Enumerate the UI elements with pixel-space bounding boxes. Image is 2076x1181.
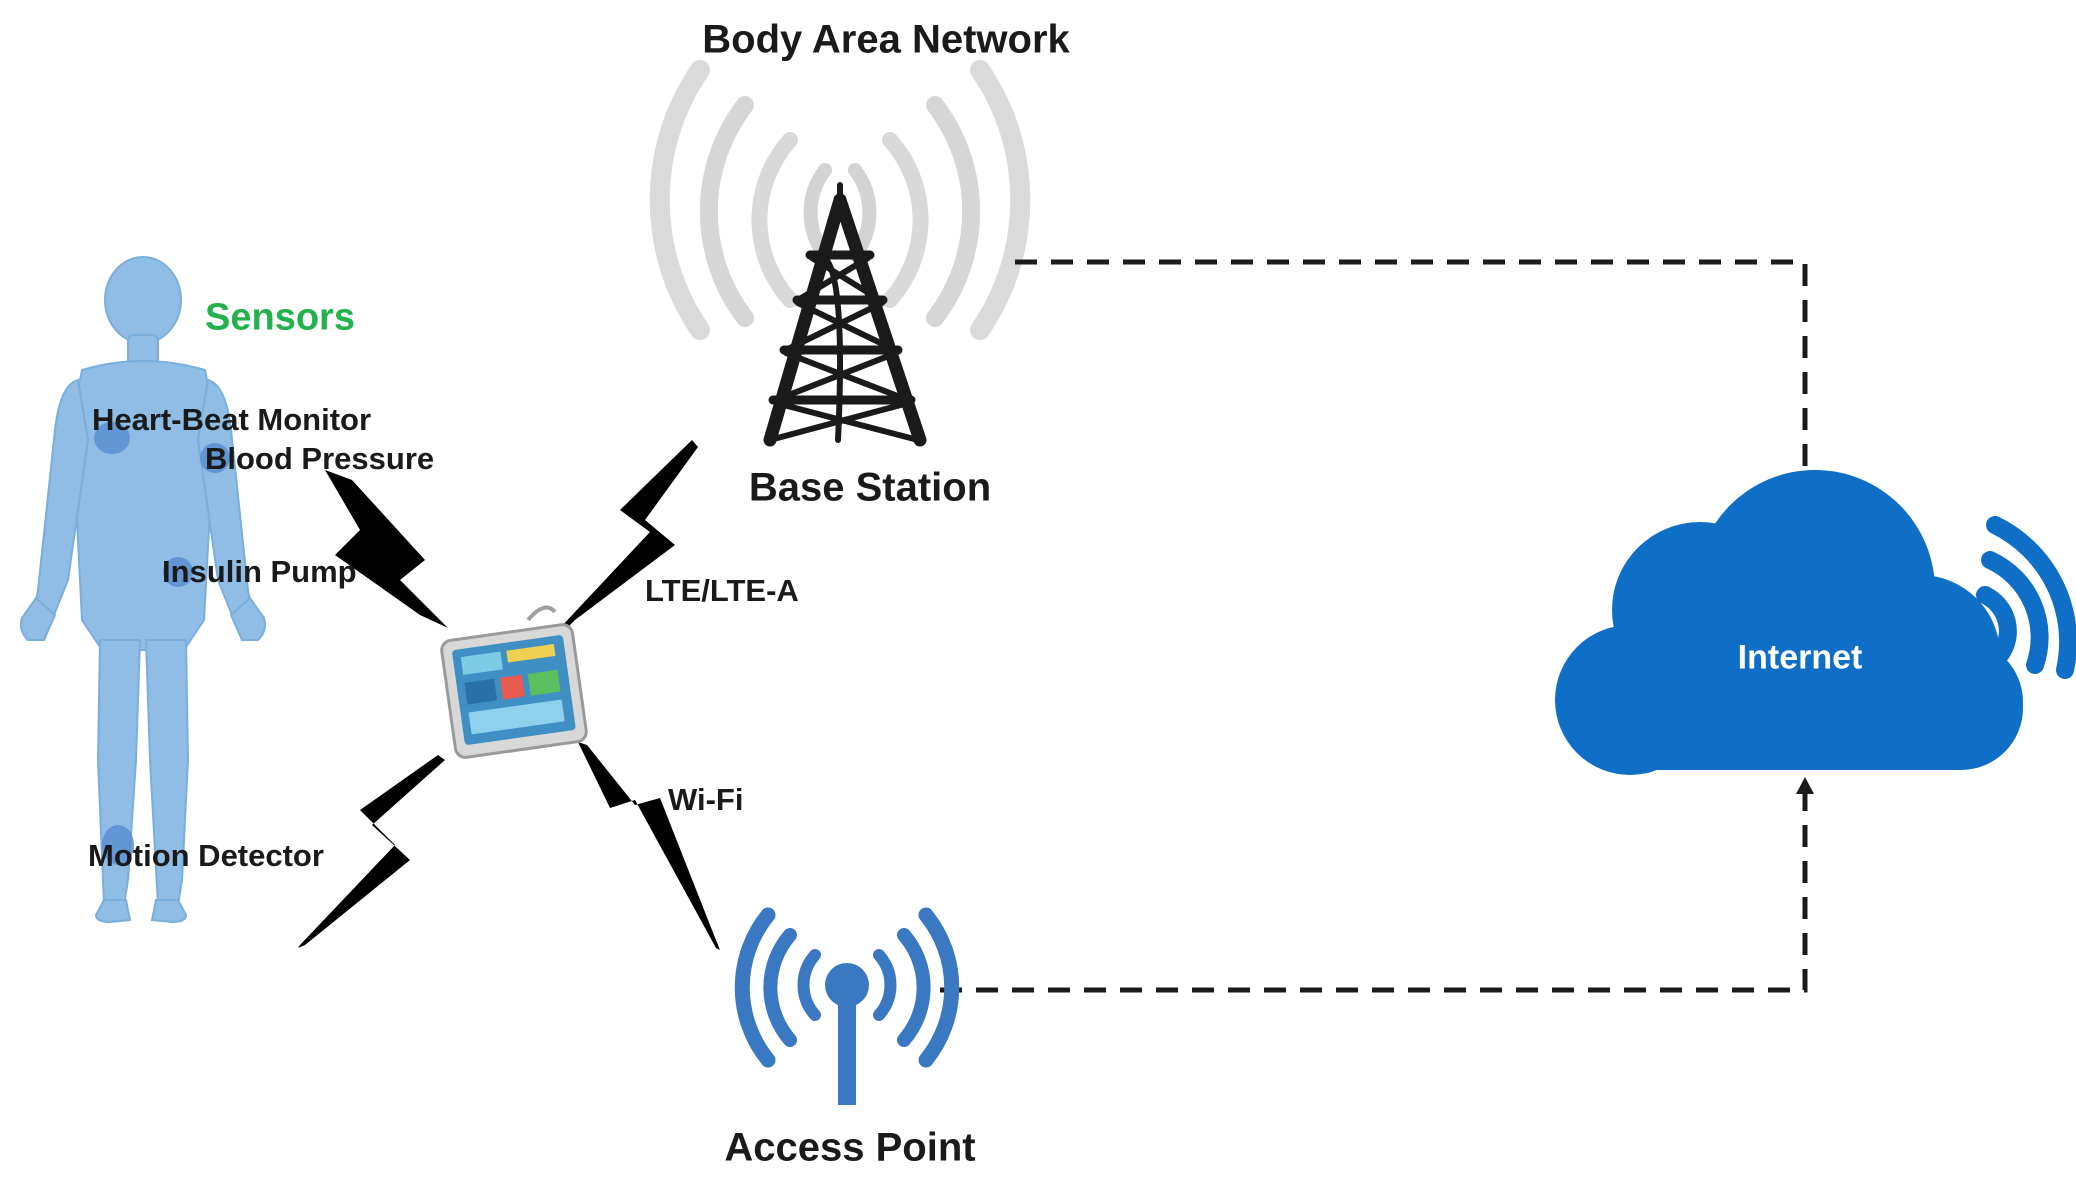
motion-detector-sensor-dot bbox=[102, 825, 134, 865]
sensor-label-insulin-pump: Insulin Pump bbox=[162, 554, 357, 589]
diagram-title: Body Area Network bbox=[702, 17, 1070, 62]
arrow-up-icon bbox=[1796, 777, 1814, 794]
dashed-connections bbox=[940, 259, 1808, 993]
base-station-to-internet-link bbox=[1015, 259, 1808, 490]
cloud-wireless-icon bbox=[1976, 516, 2076, 679]
lightning-bolt-icon bbox=[555, 440, 698, 640]
radio-waves-icon bbox=[649, 60, 1031, 340]
blood-pressure-sensor-dot bbox=[200, 443, 230, 473]
lightning-bolt-icon bbox=[325, 470, 448, 628]
access-point-to-internet-link bbox=[940, 790, 1808, 993]
base-station-label: Base Station bbox=[748, 465, 992, 510]
tablet-device-icon bbox=[440, 605, 588, 759]
access-point-label: Access Point bbox=[724, 1125, 976, 1170]
sensor-dots bbox=[94, 422, 230, 865]
lightning-bolt-icon bbox=[578, 742, 720, 950]
lte-link-label: LTE/LTE-A bbox=[645, 573, 799, 608]
sensor-label-heart-beat-monitor: Heart-Beat Monitor bbox=[92, 402, 372, 437]
sensor-label-motion-detector: Motion Detector bbox=[88, 838, 324, 873]
wireless-links bbox=[298, 440, 720, 950]
internet-label: Internet bbox=[1737, 638, 1863, 677]
sensors-heading: Sensors bbox=[205, 296, 355, 339]
insulin-pump-sensor-dot bbox=[163, 557, 193, 587]
cloud-icon bbox=[1555, 470, 2023, 775]
sensor-label-blood-pressure: Blood Pressure bbox=[205, 441, 435, 476]
wifi-link-label: Wi-Fi bbox=[668, 782, 744, 817]
heart-beat-sensor-dot bbox=[94, 422, 130, 454]
wifi-antenna-icon bbox=[734, 907, 960, 1105]
cell-tower-icon bbox=[763, 182, 927, 447]
